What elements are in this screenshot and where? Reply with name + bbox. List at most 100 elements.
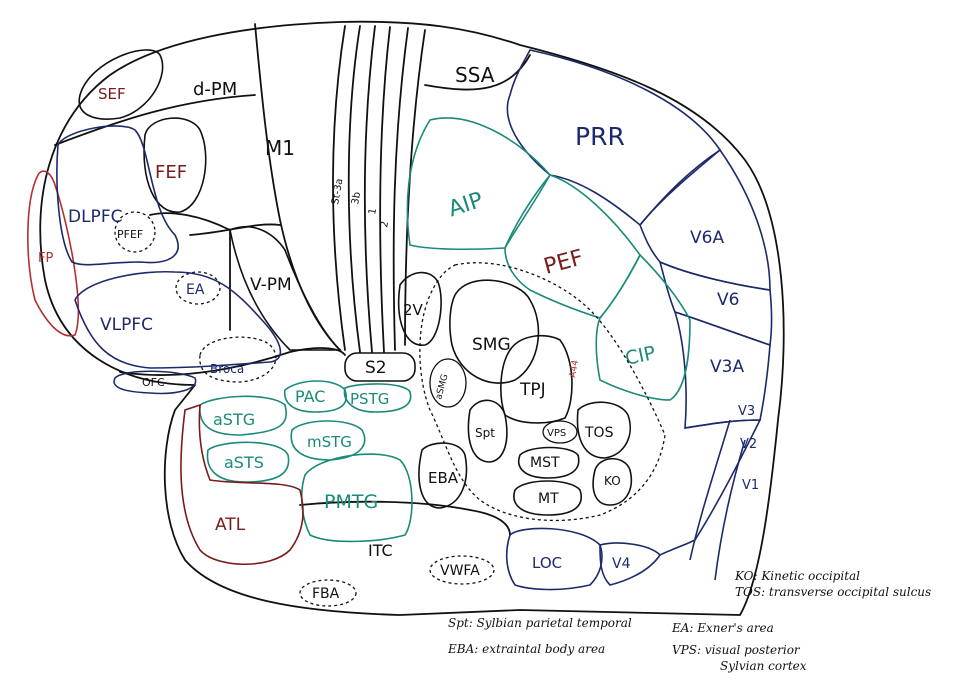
- aip-label: AIP: [445, 188, 486, 223]
- vps-region-outline: [542, 420, 578, 444]
- legend-tos: TOS: transverse occipital sulcus: [735, 585, 932, 599]
- v4-label: V4: [612, 556, 631, 572]
- asmg-region-outline: [429, 358, 467, 408]
- astg-label: aSTG: [213, 410, 255, 429]
- v1-label: V1: [742, 478, 759, 493]
- dpm-label: d-PM: [193, 79, 237, 100]
- pstg-region-outline: [343, 383, 412, 413]
- mstg-label: mSTG: [307, 433, 352, 451]
- atl-region-outline: [180, 403, 304, 565]
- eba-label: EBA: [428, 469, 459, 487]
- v6a-label: V6A: [690, 228, 724, 248]
- broca-region-outline: [199, 336, 277, 383]
- ea-region-outline: [175, 271, 221, 305]
- loc-region-outline: [505, 527, 603, 591]
- pac-label: PAC: [295, 387, 325, 406]
- dlpfc-region-outline: [56, 125, 179, 266]
- legend-spt-eba: Spt: Sylbian parietal temporal EBA: extr…: [448, 615, 632, 657]
- pef-label: PEF: [541, 245, 586, 279]
- legend-vps-2: Sylvian cortex: [720, 659, 807, 673]
- ofc-region-outline: [113, 370, 197, 395]
- frontal-boundary: [54, 94, 256, 231]
- vlpfc-region-outline: [74, 270, 282, 369]
- broca-label: Broca: [210, 362, 244, 376]
- fba-region-outline: [299, 579, 357, 607]
- ko-label: KO: [604, 474, 621, 488]
- v2-region-outline: [689, 419, 731, 561]
- prr-region-outline: [506, 49, 722, 227]
- s2-region-outline: [344, 352, 416, 382]
- fp-region-outline: [27, 170, 80, 337]
- asts-label: aSTS: [224, 453, 264, 472]
- mst-label: MST: [530, 455, 560, 471]
- fba-label: FBA: [312, 586, 340, 602]
- dlpfc-label: DLPFC: [68, 207, 122, 227]
- 2v-label: 2V: [403, 301, 424, 319]
- sef-label: SEF: [98, 85, 126, 103]
- legend-eba: EBA: extraintal body area: [448, 642, 606, 656]
- v6a-region-outline: [639, 148, 771, 291]
- vpm-region-outline: [229, 225, 342, 351]
- m1-strip-line-4: [379, 26, 391, 353]
- m1-strip-line-3: [363, 25, 376, 353]
- asmg-label: aSMG: [434, 373, 450, 401]
- legend-vps-1: VPS: visual posterior: [672, 643, 800, 657]
- strip-label-1: 1: [367, 207, 379, 215]
- legend-ko-tos: KO: Kinetic occipital TOS: transverse oc…: [735, 568, 931, 600]
- tos-region-outline: [576, 401, 631, 459]
- s2-label: S2: [365, 358, 387, 378]
- v3-region-outline: [659, 419, 762, 556]
- smg-label: SMG: [472, 335, 511, 355]
- m1-strip-line-5: [392, 27, 409, 351]
- v2-label: V2: [740, 437, 757, 452]
- legend-ea-vps: EA: Exner's area VPS: visual posterior S…: [672, 620, 807, 674]
- m1-strip-line-1: [332, 25, 346, 351]
- mstg-region-outline: [290, 420, 366, 461]
- ea-label: EA: [186, 282, 205, 298]
- pef-region-outline: [504, 174, 641, 319]
- aip-region-outline: [406, 117, 551, 251]
- spt-region-outline: [467, 399, 508, 463]
- vwfa-region-outline: [429, 555, 495, 585]
- ssa-boundary: [424, 54, 531, 91]
- mst-region-outline: [518, 446, 580, 479]
- strip-label-3a: St-3a: [330, 178, 345, 206]
- lateral-sulcus-line: [119, 347, 346, 376]
- v1-region-outline: [714, 439, 746, 581]
- ofc-label: OFC: [142, 376, 165, 389]
- v6-region-outline: [658, 260, 773, 347]
- atl-label: ATL: [215, 515, 246, 535]
- legend-spt: Spt: Sylbian parietal temporal: [448, 616, 632, 630]
- v6-label: V6: [717, 290, 739, 310]
- smg-region-outline: [449, 279, 540, 384]
- dpm-m1-boundary: [254, 23, 341, 351]
- cip-region-outline: [595, 253, 691, 401]
- fp-label: FP: [38, 251, 53, 266]
- tpj-region-outline: [500, 334, 573, 424]
- m1-strip-line-2: [347, 25, 361, 353]
- mt-region-outline: [513, 480, 582, 516]
- v3-label: V3: [738, 404, 755, 419]
- pmtg-region-outline: [300, 453, 413, 543]
- mt-label: MT: [538, 491, 559, 507]
- ssa-label: SSA: [455, 63, 495, 87]
- pfef-region-outline: [114, 211, 156, 253]
- cortex-outline: [39, 20, 785, 616]
- itc-label: ITC: [368, 541, 393, 560]
- vps-label: VPS: [547, 428, 566, 439]
- prr-label: PRR: [575, 122, 625, 151]
- pac-region-outline: [283, 380, 347, 413]
- v4-region-outline: [599, 542, 662, 586]
- eba-region-outline: [418, 442, 468, 509]
- asts-region-outline: [206, 441, 290, 483]
- 2v-region-outline: [397, 271, 442, 346]
- sef-region-outline: [78, 49, 164, 120]
- loc-label: LOC: [532, 554, 562, 572]
- cip-label: CIP: [623, 342, 657, 370]
- pstg-label: PSTG: [350, 390, 389, 408]
- legend-ea: EA: Exner's area: [672, 621, 774, 635]
- vwfa-label: VWFA: [440, 563, 480, 579]
- fef-label: FEF: [155, 162, 187, 183]
- ko-region-outline: [592, 457, 632, 506]
